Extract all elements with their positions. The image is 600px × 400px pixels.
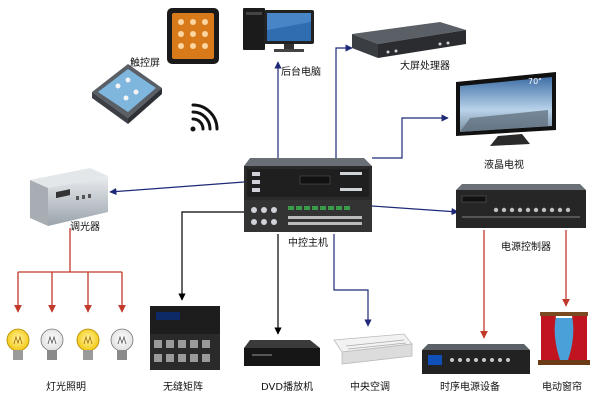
sequencer-device [422,344,530,374]
label-lighting: 灯光照明 [46,382,86,393]
label-seamless-matrix: 无缝矩阵 [163,382,203,393]
line-dimmer-to-lights [18,228,122,273]
touch-screen-device [92,64,162,124]
label-dimmer: 调光器 [70,222,100,233]
line-to-dimmer [109,181,245,196]
video-processor-device [352,22,466,58]
wifi-icon [190,103,219,132]
line-to-matrix [178,211,250,301]
label-central-host: 中控主机 [288,238,328,249]
label-curtain: 电动窗帘 [542,382,582,393]
dvd-player-device [244,340,320,366]
label-central-ac: 中央空调 [350,382,390,393]
power-controller-device [456,184,586,228]
connections [14,44,570,339]
light-bulb-icon [6,328,134,360]
central-ac-device [333,333,413,365]
lcd-tv-device: 70" [456,72,556,146]
line-to-power-controller [371,205,459,216]
line-to-ac [333,234,372,327]
seamless-matrix-device [150,306,220,370]
label-sequencer: 时序电源设备 [440,382,500,393]
tv-size-badge: 70" [528,77,542,86]
dimmer-device [30,168,108,226]
label-lcd-tv: 液晶电视 [484,160,524,171]
line-to-video-processor [335,44,353,158]
label-backend-pc: 后台电脑 [281,67,321,78]
label-power-controller: 电源控制器 [501,242,551,253]
monitor-icon [243,8,314,52]
curtain-icon [538,312,590,365]
label-touch-screen: 触控屏 [130,58,160,69]
label-video-processor: 大屏处理器 [400,61,450,72]
label-dvd-player: DVD播放机 [261,382,314,393]
tablet-icon [167,8,219,64]
line-to-tv [372,114,449,159]
central-host-device [244,158,372,232]
